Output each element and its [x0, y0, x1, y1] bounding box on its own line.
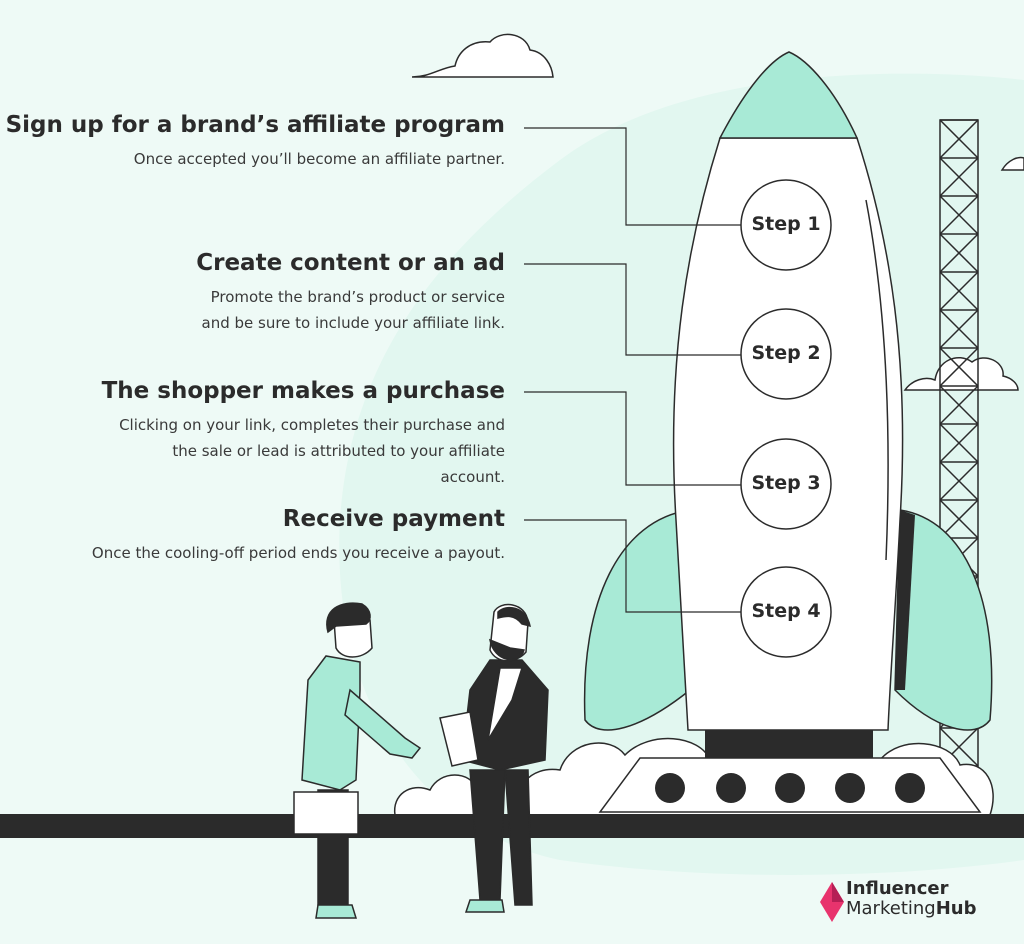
rocket-engine: [705, 730, 873, 758]
step-1-description-line: Once accepted you’ll become an affiliate…: [133, 150, 505, 168]
tower-strut: [939, 423, 979, 463]
step-2-description-line: Promote the brand’s product or service: [210, 288, 505, 306]
step-circles: [740, 179, 832, 658]
step-3-label: Step 3: [751, 472, 821, 494]
tower-strut: [939, 385, 979, 425]
step-2-description: Promote the brand’s product or service a…: [196, 284, 506, 336]
diamond-logo-icon: [820, 882, 844, 922]
tower-strut: [939, 195, 979, 235]
step-1-label: Step 1: [751, 213, 821, 235]
cloud-top: [411, 33, 554, 78]
tower-strut: [939, 233, 979, 273]
step-1-title: Sign up for a brand’s affiliate program: [5, 112, 505, 138]
tower-strut: [939, 347, 979, 387]
step-2-label: Step 2: [751, 342, 821, 364]
step-1-description: Once accepted you’ll become an affiliate…: [6, 146, 505, 172]
step-3-text: The shopper makes a purchase Clicking on…: [102, 376, 505, 490]
tower-strut: [939, 157, 979, 197]
cloud-right-top: [1000, 156, 1024, 171]
step-1-text: Sign up for a brand’s affiliate program …: [6, 110, 505, 172]
logo-line-2: MarketingHub: [846, 898, 976, 919]
step-3-description: Clicking on your link, completes their p…: [102, 412, 505, 490]
rocket-fin-right: [894, 509, 993, 731]
influencer-marketing-hub-logo: Influencer MarketingHub: [820, 878, 1010, 928]
rocket-fin-shadow: [895, 510, 915, 690]
tower-strut: [939, 461, 979, 501]
launch-pad-holes: [655, 773, 925, 803]
logo-line-2b: Hub: [935, 898, 977, 919]
tower-strut: [939, 119, 979, 159]
step-3-description-line: the sale or lead is attributed to your a…: [172, 442, 505, 460]
rocket-side-accent: [865, 199, 889, 561]
rocket-nose: [718, 51, 859, 139]
step-2-text: Create content or an ad Promote the bran…: [196, 248, 505, 336]
connector-lines: [524, 127, 742, 613]
step-3-description-line: Clicking on your link, completes their p…: [119, 416, 505, 434]
businessman-right: [439, 603, 549, 913]
tower-strut: [939, 271, 979, 311]
step-2-description-line: and be sure to include your affiliate li…: [201, 314, 506, 332]
step-4-description-line: Once the cooling-off period ends you rec…: [91, 544, 505, 562]
businessman-left: [293, 602, 422, 919]
cloud-right-mid: [903, 357, 1019, 391]
logo-line-1: Influencer: [846, 878, 949, 899]
step-3-title: The shopper makes a purchase: [101, 378, 505, 404]
step-2-title: Create content or an ad: [196, 250, 505, 276]
step-4-text: Receive payment Once the cooling-off per…: [92, 504, 505, 566]
logo-line-2a: Marketing: [846, 898, 936, 919]
step-4-label: Step 4: [751, 600, 821, 622]
step-4-description: Once the cooling-off period ends you rec…: [92, 540, 505, 566]
tower-strut: [939, 499, 979, 539]
tower-strut: [939, 309, 979, 349]
step-3-description-line: account.: [440, 468, 505, 486]
rocket-body: [672, 137, 904, 731]
step-4-title: Receive payment: [282, 506, 505, 532]
rocket-fin-left: [583, 509, 691, 731]
